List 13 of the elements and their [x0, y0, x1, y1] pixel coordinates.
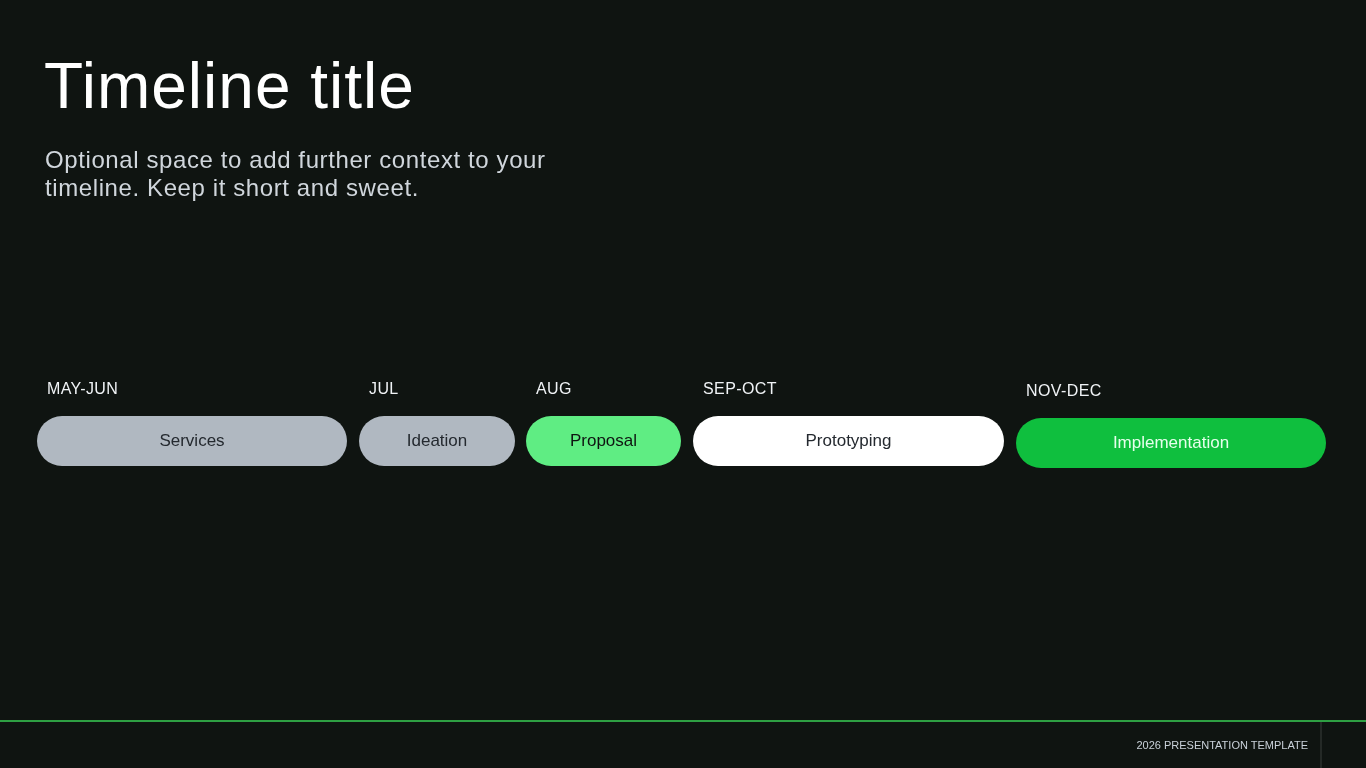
footer-text: 2026 PRESENTATION TEMPLATE — [1136, 738, 1308, 753]
phase-pill: Services — [37, 416, 347, 466]
date-label: AUG — [536, 379, 572, 399]
date-label: MAY-JUN — [47, 379, 119, 399]
phase-pill: Prototyping — [693, 416, 1004, 466]
slide-title: Timeline title — [44, 49, 415, 124]
phase-pill: Implementation — [1016, 418, 1326, 468]
subtitle-text: Optional space to add further context to your timeline. Keep it short and sweet. — [45, 146, 547, 202]
date-label: JUL — [369, 379, 399, 399]
date-label: NOV-DEC — [1026, 381, 1102, 401]
phase-pill: Ideation — [359, 416, 515, 466]
date-label: SEP-OCT — [703, 379, 777, 399]
phase-pill: Proposal — [526, 416, 681, 466]
